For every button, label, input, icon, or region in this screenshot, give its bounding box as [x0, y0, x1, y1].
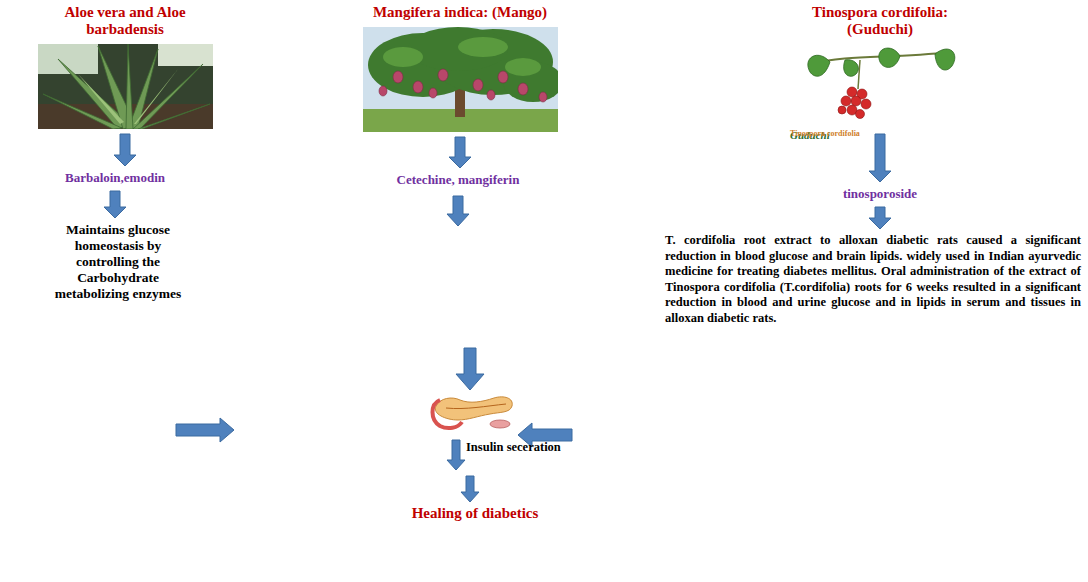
mango-photo — [393, 71, 403, 83]
plant-heading: Mangifera indica: (Mango) — [330, 4, 590, 132]
guduchi-photo — [838, 87, 871, 119]
compound-name-text: Cetechine, mangiferin — [378, 172, 538, 188]
mango-photo — [383, 47, 423, 67]
mango-photo — [458, 37, 508, 57]
pancreas-illustration — [433, 400, 463, 428]
guduchi-photo — [800, 44, 960, 129]
aloe-photo — [38, 44, 213, 129]
block-arrow — [869, 134, 891, 182]
block-arrow — [869, 207, 891, 229]
mango-photo — [429, 88, 437, 98]
outcome-text-text: Healing of diabetics — [390, 505, 560, 522]
plant-heading-text: Mangifera indica: (Mango) — [335, 4, 585, 21]
compound-name: tinosporoside — [830, 186, 930, 202]
effect-text: Maintains glucose homeostasis by control… — [48, 222, 188, 302]
compound-name-text: Barbaloin,emodin — [45, 170, 185, 186]
aloe-photo — [43, 44, 210, 129]
block-arrow — [176, 196, 572, 502]
mango-photo — [413, 81, 423, 93]
study-paragraph-text: T. cordifolia root extract to alloxan di… — [665, 233, 1081, 326]
compound-name: Barbaloin,emodin — [45, 170, 185, 186]
mango-photo — [487, 90, 495, 100]
block-arrow — [114, 134, 136, 166]
guduchi-photo — [856, 110, 865, 119]
block-arrow — [449, 137, 471, 168]
mango-photo — [379, 86, 387, 96]
compound-name: Cetechine, mangiferin — [378, 172, 538, 188]
guduchi-photo — [844, 60, 859, 77]
pancreas-illustration — [433, 397, 513, 428]
mango-photo — [383, 37, 541, 76]
block-arrow — [456, 348, 484, 390]
pancreas-illustration — [446, 404, 506, 409]
guduchi-photo — [808, 48, 955, 76]
block-arrow — [461, 476, 479, 502]
plant-heading-text: Tinospora cordifolia: (Guduchi) — [791, 4, 969, 38]
block-arrow — [447, 440, 465, 470]
plant-heading: Tinospora cordifolia: (Guduchi) GuduchiT… — [790, 4, 970, 129]
mango-photo — [368, 27, 558, 102]
block-arrow — [104, 191, 126, 218]
outcome-text: Healing of diabetics — [390, 505, 560, 522]
photo-caption: Tinospora cordifolia — [790, 129, 860, 138]
pancreas-illustration — [435, 397, 512, 420]
aloe-photo — [78, 69, 178, 124]
mango-photo — [408, 27, 508, 71]
plant-heading: Aloe vera and Aloe barbadensis — [20, 4, 230, 129]
guduchi-photo — [800, 44, 960, 129]
mango-photo — [379, 69, 547, 102]
mango-photo — [473, 79, 483, 91]
compound-name-text: tinosporoside — [830, 186, 930, 202]
mango-photo — [363, 27, 558, 132]
aloe-photo — [158, 44, 213, 66]
guduchi-photo — [858, 60, 860, 89]
guduchi-photo — [847, 87, 857, 97]
mango-photo — [539, 92, 547, 102]
mango-photo — [518, 83, 528, 95]
block-arrow — [447, 196, 469, 226]
process-label: Insulin seceration — [466, 440, 561, 455]
plant-heading-text: Aloe vera and Aloe barbadensis — [63, 4, 187, 38]
aloe-photo — [78, 74, 124, 124]
guduchi-photo — [879, 48, 900, 67]
mango-photo — [438, 69, 448, 81]
mango-photo — [505, 58, 541, 76]
guduchi-photo — [808, 55, 830, 76]
guduchi-photo — [861, 99, 871, 109]
aloe-photo — [126, 44, 133, 129]
guduchi-photo — [841, 96, 851, 106]
effect-text-text: Maintains glucose homeostasis by control… — [48, 222, 188, 302]
mango-photo — [498, 71, 508, 83]
aloe-photo — [138, 104, 210, 129]
aloe-photo — [134, 69, 178, 124]
pancreas-illustration — [490, 420, 510, 428]
block-arrow — [176, 418, 234, 442]
guduchi-photo — [935, 49, 955, 70]
guduchi-photo — [838, 106, 846, 114]
guduchi-photo — [851, 96, 861, 106]
aloe-photo — [38, 44, 213, 129]
study-paragraph: T. cordifolia root extract to alloxan di… — [665, 233, 1081, 326]
